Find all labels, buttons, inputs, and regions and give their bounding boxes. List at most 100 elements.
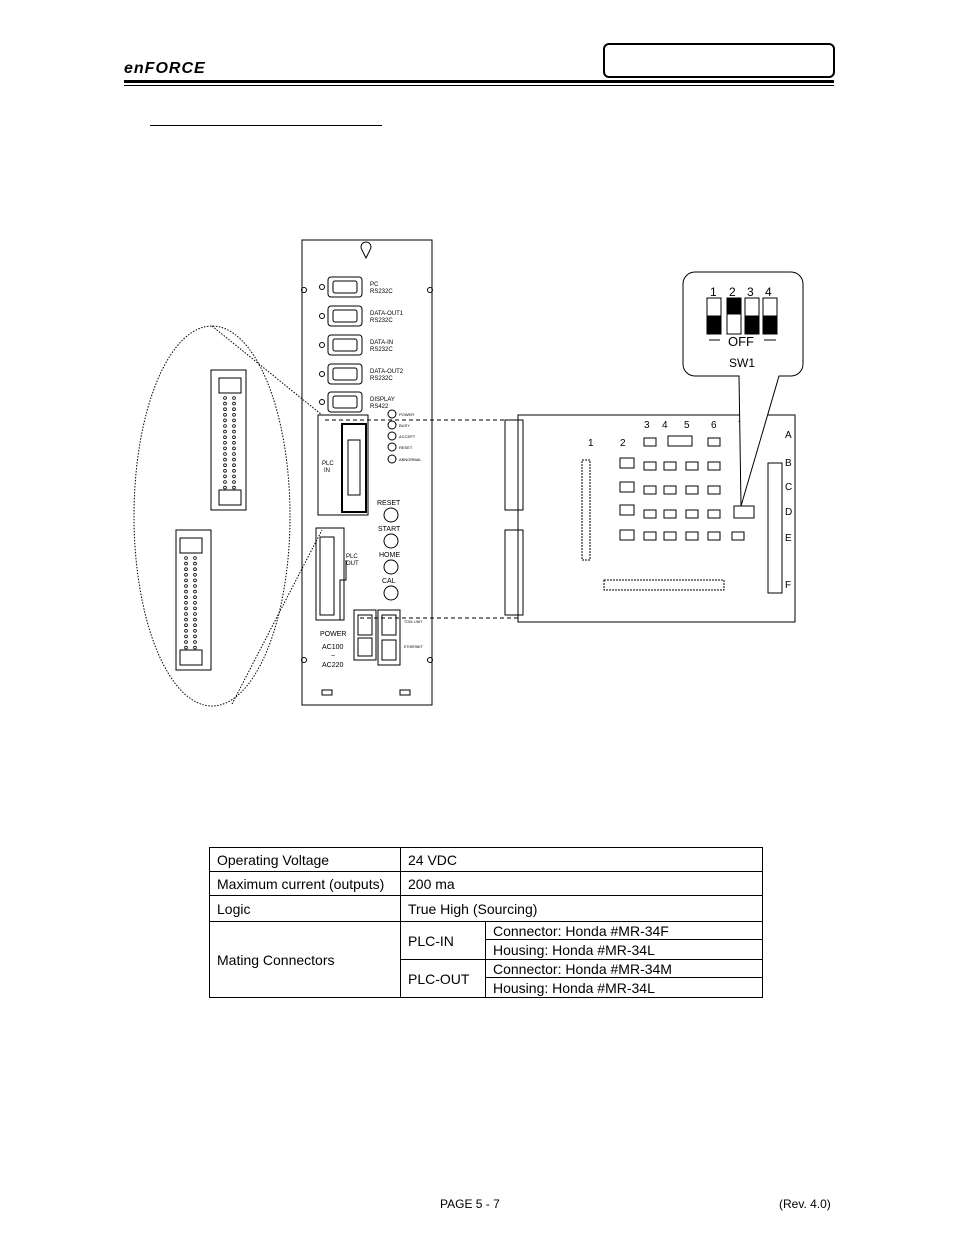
connector-pin — [184, 606, 188, 611]
connector-pin — [223, 401, 227, 406]
svg-text:DATA-OUT2: DATA-OUT2 — [370, 369, 404, 375]
connector-pin — [232, 474, 236, 479]
connector-pin — [184, 572, 188, 577]
spec-value: 200 ma — [400, 871, 763, 896]
board-components — [581, 435, 745, 591]
mating-label: Mating Connectors — [209, 921, 401, 998]
plc-out-housing — [315, 527, 347, 621]
connector-pin — [184, 617, 188, 622]
connector-pin — [184, 567, 188, 571]
connector-pin — [232, 463, 236, 468]
svg-text:PLC: PLC — [322, 461, 334, 467]
serial-port-2 — [319, 305, 363, 327]
svg-text:PC: PC — [370, 282, 379, 288]
svg-text:5: 5 — [684, 420, 690, 431]
connector-detail-zoom — [133, 325, 323, 707]
svg-text:AC100: AC100 — [322, 644, 344, 651]
svg-text:RS232C: RS232C — [370, 376, 393, 382]
connector-pin — [184, 600, 188, 605]
connector-pin — [232, 429, 236, 434]
svg-text:RESET: RESET — [399, 445, 413, 450]
connector-pin — [193, 578, 197, 583]
serial-port-5 — [319, 391, 363, 413]
svg-text:4: 4 — [662, 420, 668, 431]
enforce-logo: enFORCE — [124, 60, 206, 77]
cal-button — [383, 585, 399, 601]
connector-pin — [232, 452, 236, 456]
connector-pin — [193, 561, 197, 566]
svg-text:IN: IN — [324, 468, 330, 474]
sw1-on-board — [733, 505, 755, 519]
connector-pin — [223, 474, 227, 479]
header-title-box — [603, 43, 835, 78]
connector-pin — [232, 468, 236, 473]
svg-text:B: B — [785, 458, 792, 469]
connector-pin — [184, 628, 188, 633]
connector-pin — [193, 567, 197, 571]
connector-pin — [232, 440, 236, 445]
svg-text:RS232C: RS232C — [370, 347, 393, 353]
connector-pin — [223, 480, 227, 484]
svg-text:E: E — [785, 533, 792, 544]
connector-pin — [184, 640, 188, 644]
plc-in-housing: Housing: Honda #MR-34L — [485, 939, 763, 960]
connector-pins — [184, 396, 236, 650]
svg-text:RS232C: RS232C — [370, 289, 393, 295]
svg-text:C: C — [785, 482, 792, 493]
serial-port-1 — [319, 276, 363, 298]
reset-button — [383, 507, 399, 523]
connector-pin — [184, 578, 188, 583]
connector-pin — [223, 418, 227, 423]
connector-pin — [223, 424, 227, 428]
table-row: Operating Voltage 24 VDC — [209, 847, 763, 872]
svg-text:1: 1 — [588, 438, 594, 449]
connector-pin — [193, 572, 197, 577]
svg-text:BUSY: BUSY — [399, 423, 410, 428]
serial-port-3 — [319, 334, 363, 356]
mount-keyhole — [360, 241, 372, 260]
controller-front-panel — [301, 239, 433, 706]
plc-in-housing — [317, 414, 369, 516]
svg-text:4: 4 — [765, 285, 772, 299]
svg-text:RS422: RS422 — [370, 404, 389, 410]
connector-pin — [184, 623, 188, 627]
plc-in-connector: Connector: Honda #MR-34F — [485, 921, 763, 940]
svg-text:OFF: OFF — [728, 334, 754, 349]
connector-pin — [232, 418, 236, 423]
header-rule-thick — [124, 80, 834, 83]
section-heading-underline — [150, 125, 382, 126]
connector-pin — [232, 396, 236, 400]
svg-text:POWER: POWER — [320, 631, 346, 638]
dashed-leader-lines — [325, 419, 518, 619]
connector-pin — [184, 645, 188, 650]
connector-pin — [193, 612, 197, 616]
svg-text:RS232C: RS232C — [370, 318, 393, 324]
connector-pin — [193, 556, 197, 560]
svg-text:DISPLAY: DISPLAY — [370, 397, 395, 403]
svg-text:HOME: HOME — [379, 552, 400, 559]
spec-value: 24 VDC — [400, 847, 763, 872]
connector-pin — [223, 446, 227, 451]
svg-text:OUT: OUT — [346, 561, 359, 567]
connector-pin — [193, 584, 197, 588]
connector-pin — [223, 429, 227, 434]
connector-pin — [223, 463, 227, 468]
connector-pin — [184, 634, 188, 639]
svg-text:RESET: RESET — [377, 500, 401, 507]
svg-text:F: F — [785, 580, 791, 591]
spec-label: Operating Voltage — [209, 847, 401, 872]
svg-text:ABNORMAL: ABNORMAL — [399, 457, 422, 462]
sw1-callout — [682, 271, 804, 507]
svg-text:A: A — [785, 430, 792, 441]
connector-pin — [184, 561, 188, 566]
table-row: Mating Connectors PLC-IN Connector: Hond… — [209, 921, 763, 998]
plc-in-name: PLC-IN — [400, 921, 486, 960]
connector-pin — [223, 457, 227, 462]
connector-pin — [232, 457, 236, 462]
plc-out-housing: Housing: Honda #MR-34L — [485, 977, 763, 998]
serial-port-4 — [319, 363, 363, 385]
connector-pin — [223, 485, 227, 490]
home-button — [383, 559, 399, 575]
svg-text:SW1: SW1 — [729, 356, 755, 370]
